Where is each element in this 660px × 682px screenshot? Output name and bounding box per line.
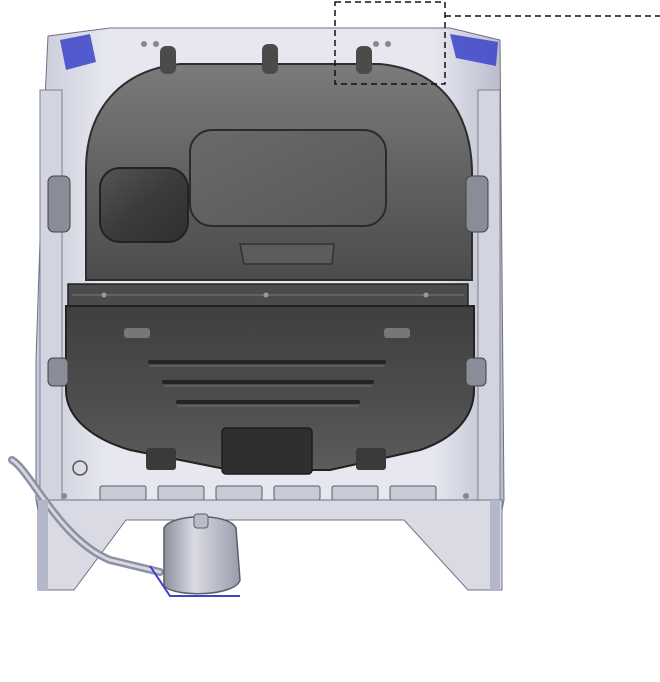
left-side-rail [39,89,63,511]
right-lower-latch [465,357,487,387]
top-bolts [141,41,391,47]
tank-neck [193,513,209,529]
left-bracket [38,500,48,590]
left-latch [47,175,71,233]
left-bottom-bolt [61,493,67,499]
storage-box [99,167,189,243]
tank-blue-edge [149,565,240,597]
fuel-tank [163,516,241,595]
bottom-frame [37,499,503,591]
lower-ribs [148,360,386,404]
right-pad [356,448,386,470]
lower-ribs-highlight [149,365,385,407]
window-opening [189,129,387,227]
handle-recess [239,243,335,265]
left-lower-latch [47,357,69,387]
rail-bolts [101,292,429,298]
left-pad [146,448,176,470]
left-slot [124,328,150,338]
right-bracket [490,500,500,590]
right-side-rail [477,89,501,511]
top-right-blue-edge [450,34,498,66]
callout-dashed-box [334,1,446,85]
top-mounting-bosses [160,44,372,74]
top-left-blue-edge [60,34,96,70]
right-bottom-bolt [463,493,469,499]
right-latch [465,175,489,233]
left-fitting [72,460,88,476]
center-lower-block [221,427,313,475]
right-slot [384,328,410,338]
